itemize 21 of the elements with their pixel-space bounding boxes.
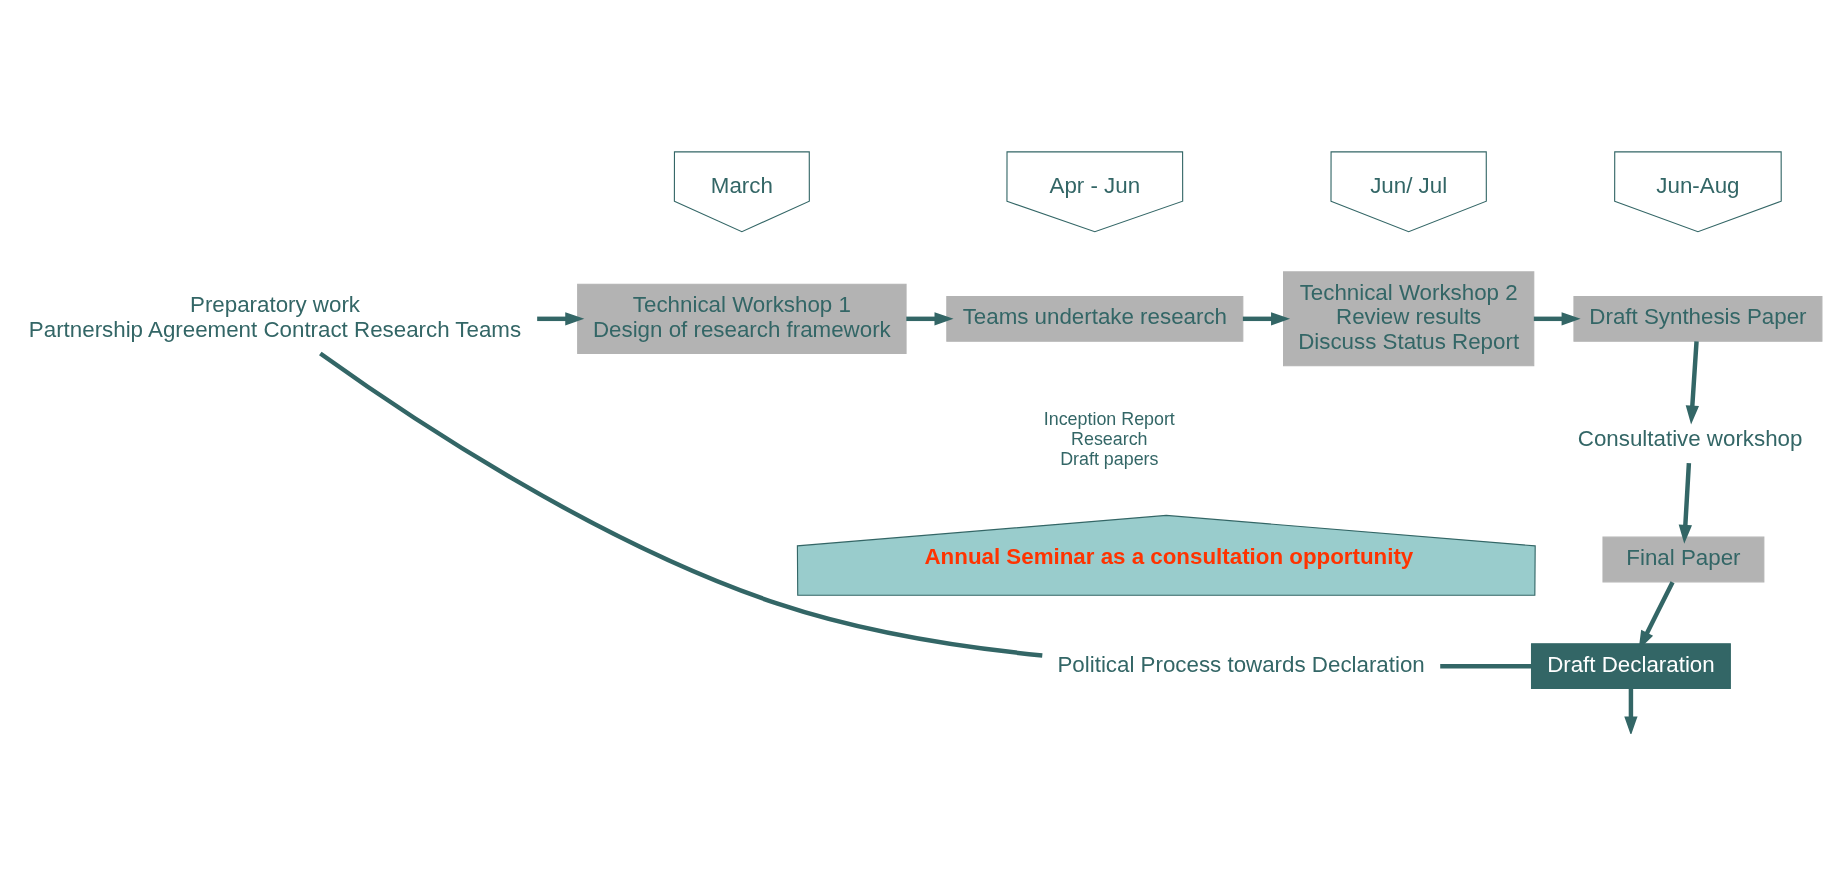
node-text: Consultative workshop	[1577, 425, 1803, 451]
arrow	[1685, 340, 1699, 425]
connector	[1440, 663, 1532, 668]
connector	[319, 351, 1043, 658]
node-box: Draft Synthesis Paper	[1573, 295, 1823, 342]
arrow	[906, 311, 954, 325]
arrow	[1678, 462, 1692, 544]
node-box: Technical Workshop 2 Review results Discuss Status Report	[1283, 270, 1535, 366]
node-label: Research	[1071, 428, 1148, 449]
node-text: Preparatory work Partnership Agreement Contract Research Teams	[28, 291, 522, 342]
node-label: Draft papers	[1060, 448, 1159, 469]
node-label: Inception Report	[1043, 408, 1175, 429]
arrow	[1624, 688, 1638, 734]
arrow	[1242, 311, 1291, 325]
arrow	[537, 311, 585, 325]
node-box: Draft Declaration	[1530, 642, 1731, 689]
node-text: Political Process towards Declaration	[1057, 651, 1425, 677]
node-box: Technical Workshop 1 Design of research framework	[577, 283, 907, 354]
arrow	[1533, 311, 1581, 325]
node-box: Teams undertake research	[946, 295, 1244, 342]
node-box: Final Paper	[1602, 536, 1765, 582]
